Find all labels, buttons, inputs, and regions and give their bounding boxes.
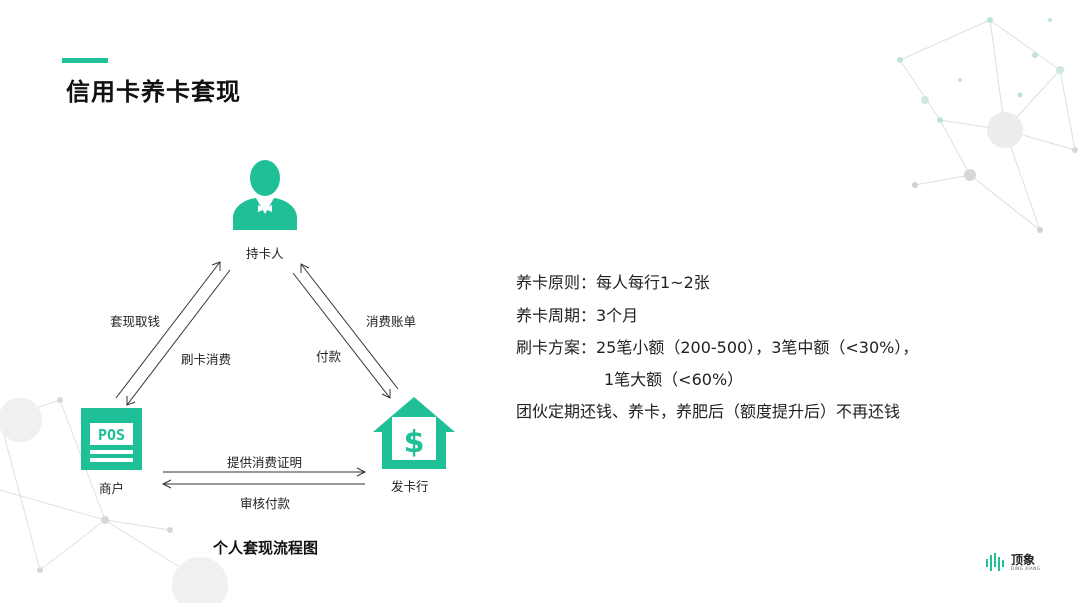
title-accent-bar <box>62 58 108 63</box>
diagram-caption: 个人套现流程图 <box>213 539 319 557</box>
edge-label-cash-out: 套现取钱 <box>110 314 161 329</box>
info-line-principle: 养卡原则：每人每行1~2张 <box>516 273 710 292</box>
edge-label-payment: 付款 <box>316 349 342 364</box>
person-icon <box>233 160 297 230</box>
node-label-holder: 持卡人 <box>246 246 284 261</box>
pos-icon-text: POS <box>98 426 125 444</box>
brand-logo-name: 顶象 <box>1011 552 1036 567</box>
dollar-icon-text: $ <box>404 425 425 460</box>
page-title: 信用卡养卡套现 <box>66 78 241 106</box>
brand-logo: 顶象 DING XIANG <box>985 551 1040 573</box>
info-line-plan: 刷卡方案：25笔小额（200-500），3笔中额（<30%）， <box>516 338 919 357</box>
brand-logo-icon <box>986 553 1004 571</box>
edge-label-review-payment: 审核付款 <box>240 496 291 511</box>
edge-label-bill: 消费账单 <box>366 314 417 329</box>
info-line-cycle: 养卡周期：3个月 <box>516 306 639 325</box>
node-label-merchant: 商户 <box>99 481 125 496</box>
info-line-gang: 团伙定期还钱、养卡，养肥后（额度提升后）不再还钱 <box>516 402 901 421</box>
pos-terminal-icon: POS <box>81 408 142 470</box>
info-line-plan-cont: 1笔大额（<60%） <box>604 370 744 389</box>
arrow-payment <box>292 272 391 399</box>
edge-label-provide-proof: 提供消费证明 <box>227 455 303 470</box>
arrow-cash-out <box>115 261 221 399</box>
brand-logo-sub: DING XIANG <box>1011 565 1041 571</box>
arrow-swipe <box>126 269 231 406</box>
arrow-bill <box>300 263 399 390</box>
bank-house-icon: $ <box>373 397 455 469</box>
node-label-bank: 发卡行 <box>391 479 429 494</box>
edge-label-swipe: 刷卡消费 <box>181 352 232 367</box>
